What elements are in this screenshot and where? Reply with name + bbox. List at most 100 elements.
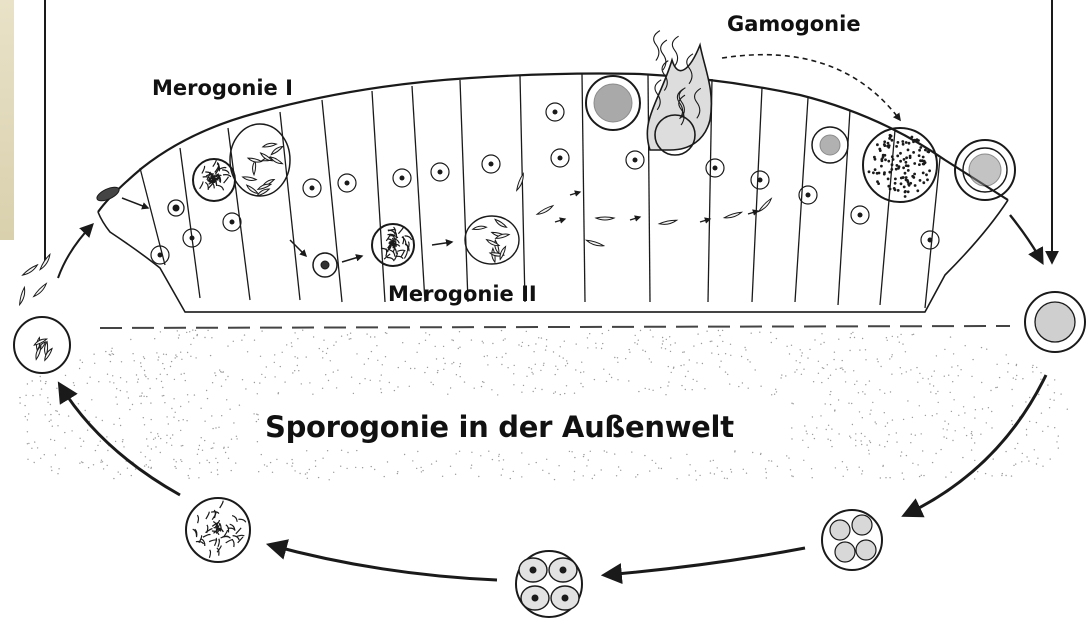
stipple-dot xyxy=(903,479,904,480)
stipple-dot xyxy=(299,473,300,474)
stipple-dot xyxy=(162,363,163,364)
stipple-dot xyxy=(41,388,42,389)
stipple-dot xyxy=(394,390,395,391)
stipple-dot xyxy=(900,334,901,335)
stipple-dot xyxy=(443,346,444,347)
stipple-dot xyxy=(144,358,145,359)
stipple-dot xyxy=(975,409,976,410)
stipple-dot xyxy=(685,389,686,390)
stipple-dot xyxy=(861,433,862,434)
stipple-dot xyxy=(404,454,405,455)
stipple-dot xyxy=(57,425,58,426)
stipple-dot xyxy=(24,405,25,406)
stipple-dot xyxy=(139,396,140,397)
stipple-dot xyxy=(759,332,760,333)
stipple-dot xyxy=(329,479,330,480)
stipple-dot xyxy=(306,450,307,451)
stipple-dot xyxy=(649,470,650,471)
stipple-dot xyxy=(738,386,739,387)
zygote-granule xyxy=(889,188,891,190)
stipple-dot xyxy=(911,434,912,435)
stipple-dot xyxy=(115,441,116,442)
stipple-dot xyxy=(801,355,802,356)
stipple-dot xyxy=(219,369,220,370)
stipple-dot xyxy=(151,448,152,449)
stipple-dot xyxy=(770,332,771,333)
stipple-dot xyxy=(953,353,954,354)
nucleolus xyxy=(713,166,718,171)
zygote-granule xyxy=(917,190,919,192)
stipple-dot xyxy=(523,385,524,386)
stipple-dot xyxy=(294,356,295,357)
stipple-dot xyxy=(835,467,836,468)
meront-granule xyxy=(384,254,390,259)
merozoites-1 xyxy=(243,143,283,196)
arrow-to-oocyst xyxy=(1010,215,1042,262)
stipple-dot xyxy=(710,341,711,342)
free-merozoites xyxy=(517,174,772,246)
stipple-dot xyxy=(950,336,951,337)
stipple-dot xyxy=(886,337,887,338)
stipple-dot xyxy=(282,352,283,353)
stipple-dot xyxy=(853,370,854,371)
stipple-dot xyxy=(266,466,267,467)
stipple-dot xyxy=(869,380,870,381)
stipple-dot xyxy=(521,476,522,477)
zygote-granule xyxy=(905,165,907,167)
stipple-dot xyxy=(195,357,196,358)
stipple-dot xyxy=(143,417,144,418)
microgamete xyxy=(661,40,667,70)
stipple-dot xyxy=(1029,421,1030,422)
stipple-dot xyxy=(518,344,519,345)
stipple-dot xyxy=(888,434,889,435)
stipple-dot xyxy=(564,341,565,342)
trophozoite-nucleus xyxy=(173,205,179,211)
stipple-dot xyxy=(946,429,947,430)
stipple-dot xyxy=(301,383,302,384)
stipple-dot xyxy=(719,335,720,336)
stipple-dot xyxy=(628,380,629,381)
stippled-background xyxy=(19,329,1068,480)
stipple-dot xyxy=(884,412,885,413)
stipple-dot xyxy=(166,354,167,355)
stipple-dot xyxy=(455,474,456,475)
stipple-dot xyxy=(711,352,712,353)
stipple-dot xyxy=(617,357,618,358)
stipple-dot xyxy=(95,450,96,451)
stipple-dot xyxy=(189,331,190,332)
stipple-dot xyxy=(952,381,953,382)
stipple-dot xyxy=(521,346,522,347)
stipple-dot xyxy=(245,388,246,389)
stipple-dot xyxy=(83,441,84,442)
stipple-dot xyxy=(838,433,839,434)
sporozoite-coil xyxy=(238,519,245,522)
stipple-dot xyxy=(436,358,437,359)
stipple-dot xyxy=(567,363,568,364)
stipple-dot xyxy=(496,357,497,358)
stipple-dot xyxy=(437,370,438,371)
stipple-dot xyxy=(178,420,179,421)
stipple-dot xyxy=(887,340,888,341)
sporozoite-coil xyxy=(196,542,204,544)
stipple-dot xyxy=(50,439,51,440)
stipple-dot xyxy=(297,357,298,358)
stipple-dot xyxy=(488,451,489,452)
stipple-dot xyxy=(173,417,174,418)
stipple-dot xyxy=(351,377,352,378)
macrogamete-medium-core xyxy=(820,135,840,155)
stipple-dot xyxy=(566,360,567,361)
cell-wall xyxy=(752,88,762,302)
stipple-dot xyxy=(241,340,242,341)
stipple-dot xyxy=(696,381,697,382)
stipple-dot xyxy=(730,344,731,345)
stipple-dot xyxy=(553,393,554,394)
stipple-dot xyxy=(823,368,824,369)
stipple-dot xyxy=(816,427,817,428)
zygote-granule xyxy=(896,165,898,167)
stipple-dot xyxy=(796,369,797,370)
zygote-granule xyxy=(907,191,909,193)
stipple-dot xyxy=(117,404,118,405)
stipple-dot xyxy=(542,470,543,471)
stipple-dot xyxy=(820,415,821,416)
zygote-granule xyxy=(874,169,876,171)
